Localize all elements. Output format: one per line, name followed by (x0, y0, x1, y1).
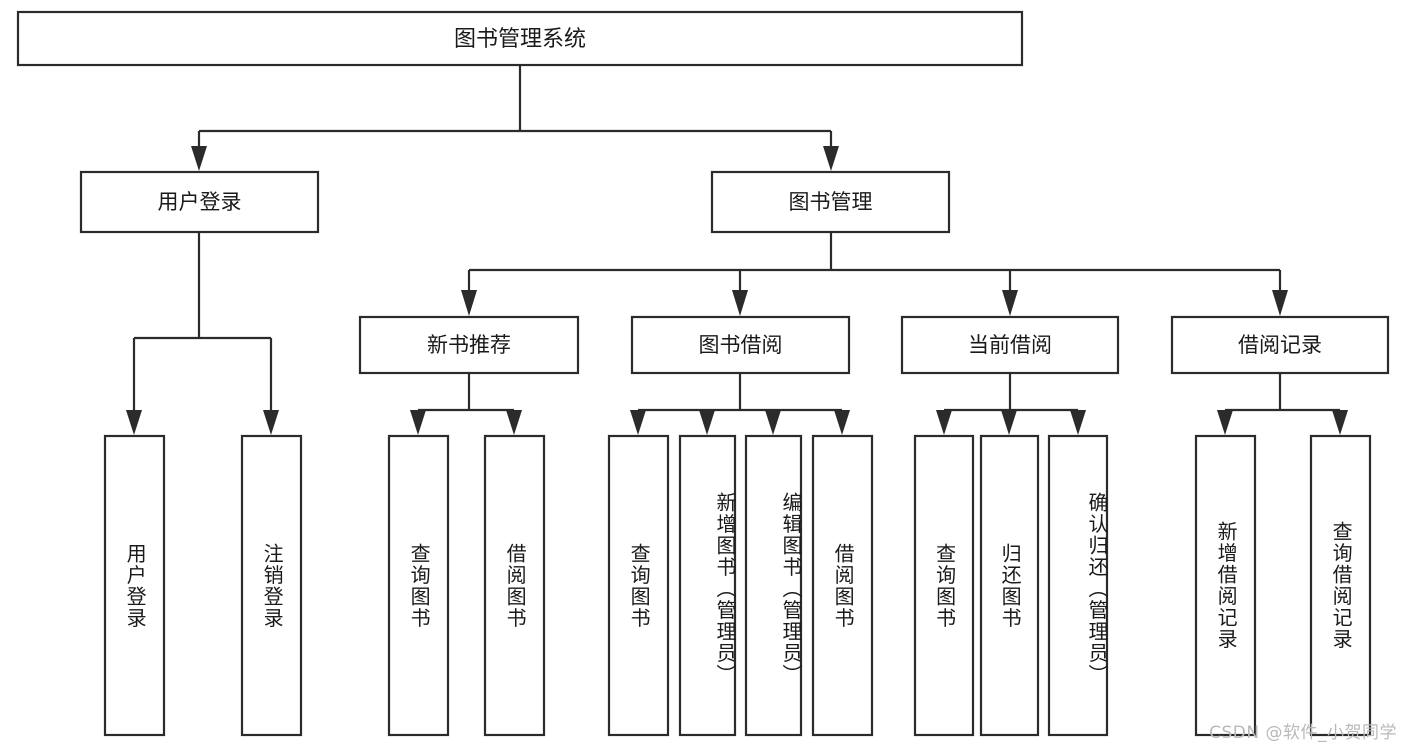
node-root-book-management-system[interactable] (16, 10, 1024, 67)
arrow-leaf-bookborrow-3 (765, 410, 781, 435)
node-user-login[interactable] (79, 170, 320, 234)
arrow-leaf-newbook-1 (410, 410, 426, 435)
leaf-box-user-login-2[interactable] (240, 434, 303, 737)
node-layer: 图书管理系统 用户登录 图书管理 新书推荐 图书借阅 当前借阅 借阅记录 (16, 10, 1390, 737)
arrow-book-manage (823, 146, 839, 171)
leaf-box-currentborrow-2[interactable] (979, 434, 1040, 737)
arrow-user-login (191, 146, 207, 171)
arrow-leaf-currentborrow-3 (1070, 410, 1086, 435)
leaf-box-bookborrow-3[interactable] (744, 434, 803, 737)
leaf-box-currentborrow-3[interactable] (1047, 434, 1109, 737)
arrow-leaf-bookborrow-2 (699, 410, 715, 435)
connector-layer (126, 65, 1348, 435)
arrow-new-book (461, 290, 477, 316)
node-borrow-record-label: 借阅记录 (1238, 333, 1322, 357)
csdn-watermark: CSDN @软件_小贺同学 (1209, 723, 1397, 743)
leaf-box-currentborrow-1[interactable] (913, 434, 975, 737)
node-new-book-recommend[interactable] (358, 315, 580, 375)
arrow-borrow-record (1272, 290, 1288, 316)
arrow-book-borrow (732, 290, 748, 316)
arrow-leaf-user-login-2 (263, 410, 279, 435)
leaf-box-newbook-2[interactable] (483, 434, 546, 737)
leaf-box-newbook-1[interactable] (387, 434, 450, 737)
node-new-book-recommend-label: 新书推荐 (427, 333, 511, 357)
arrow-leaf-user-login-1 (126, 410, 142, 435)
arrow-leaf-newbook-2 (506, 410, 522, 435)
node-borrow-record[interactable] (1170, 315, 1390, 375)
node-book-borrow-label: 图书借阅 (699, 333, 783, 357)
leaf-box-bookborrow-4[interactable] (811, 434, 874, 737)
node-user-login-label: 用户登录 (158, 190, 242, 214)
arrow-leaf-bookborrow-4 (834, 410, 850, 435)
arrow-current-borrow (1002, 290, 1018, 316)
arrow-leaf-borrowrecord-1 (1217, 410, 1233, 435)
node-book-management[interactable] (710, 170, 951, 234)
node-current-borrow-label: 当前借阅 (968, 333, 1052, 357)
leaf-box-borrowrecord-2[interactable] (1309, 434, 1372, 737)
node-root-label: 图书管理系统 (454, 27, 586, 52)
arrow-leaf-currentborrow-1 (936, 410, 952, 435)
leaf-box-user-login-1[interactable] (103, 434, 166, 737)
node-current-borrow[interactable] (900, 315, 1120, 375)
leaf-box-bookborrow-1[interactable] (607, 434, 670, 737)
arrow-leaf-currentborrow-2 (1001, 410, 1017, 435)
arrow-leaf-bookborrow-1 (630, 410, 646, 435)
node-book-management-label: 图书管理 (789, 190, 873, 214)
leaf-box-borrowrecord-1[interactable] (1194, 434, 1257, 737)
node-book-borrow[interactable] (630, 315, 851, 375)
leaf-box-bookborrow-2[interactable] (678, 434, 737, 737)
arrow-leaf-borrowrecord-2 (1332, 410, 1348, 435)
